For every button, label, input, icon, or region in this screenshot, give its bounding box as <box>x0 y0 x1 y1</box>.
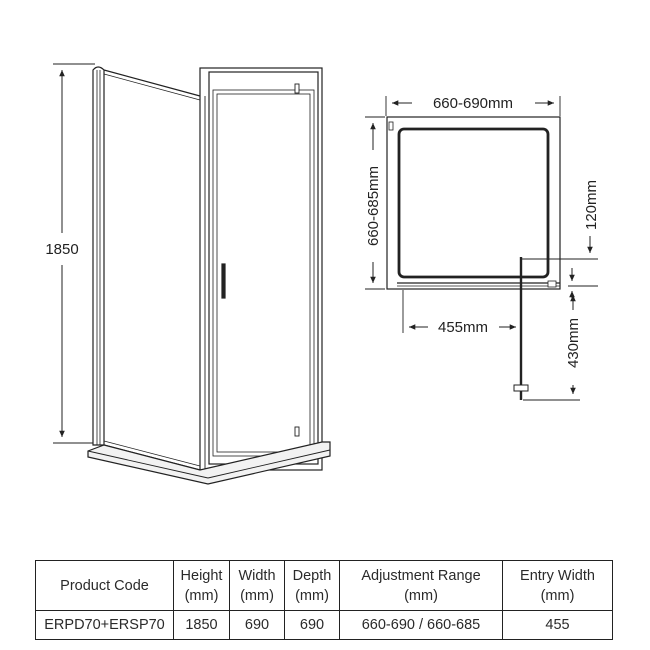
height-label: 1850 <box>45 241 78 258</box>
header-depth: Depth (mm) <box>284 560 340 611</box>
header-height: Height (mm) <box>173 560 230 611</box>
cell-height: 1850 <box>173 610 230 640</box>
offset-dimension <box>520 236 598 300</box>
plan-swing-label: 430mm <box>565 318 582 368</box>
shower-tray <box>87 441 331 485</box>
door-swing <box>513 257 529 400</box>
cell-entry-width: 455 <box>502 610 613 640</box>
elevation-view <box>53 63 331 485</box>
table-row: ERPD70+ERSP70 1850 690 690 660-690 / 660… <box>35 610 613 640</box>
height-dimension <box>53 63 95 444</box>
header-entry-width: Entry Width (mm) <box>502 560 613 611</box>
enclosure-plan <box>386 116 561 290</box>
swing-dimension <box>523 295 580 401</box>
plan-depth-label: 660-685mm <box>365 166 382 246</box>
plan-entry-label: 455mm <box>438 319 488 336</box>
header-width: Width (mm) <box>229 560 285 611</box>
plan-view <box>365 96 598 401</box>
plan-width-label: 660-690mm <box>433 95 513 112</box>
header-adjustment-range: Adjustment Range (mm) <box>339 560 503 611</box>
plan-offset-label: 120mm <box>583 180 600 230</box>
cell-product-code: ERPD70+ERSP70 <box>35 610 174 640</box>
width-dimension <box>385 96 561 116</box>
table-header-row: Product Code Height (mm) Width (mm) Dept… <box>35 560 613 611</box>
cell-adjustment-range: 660-690 / 660-685 <box>339 610 503 640</box>
cell-width: 690 <box>229 610 285 640</box>
cell-depth: 690 <box>284 610 340 640</box>
depth-dimension <box>365 116 385 290</box>
entry-dimension <box>402 290 516 333</box>
spec-table: Product Code Height (mm) Width (mm) Dept… <box>35 560 613 640</box>
header-product-code: Product Code <box>35 560 174 611</box>
pivot-door <box>199 67 323 471</box>
side-panel <box>92 66 201 471</box>
